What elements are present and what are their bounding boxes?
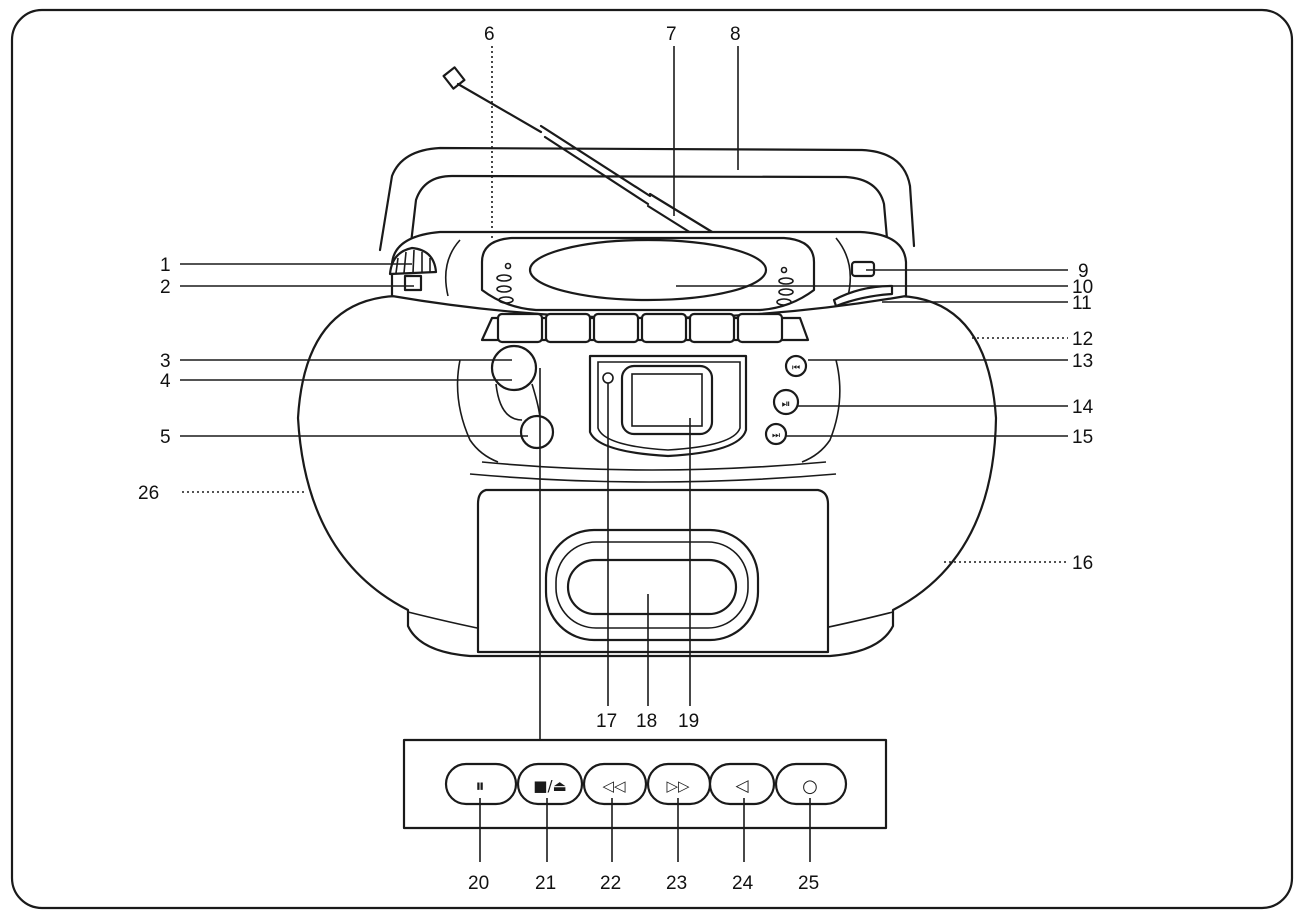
callout-8: 8 xyxy=(730,24,741,45)
callout-7: 7 xyxy=(666,24,677,45)
svg-text:⏮: ⏮ xyxy=(792,363,800,373)
display-module xyxy=(588,354,748,458)
carry-handle xyxy=(378,146,916,254)
cd-buttons: ⏮ ⏯ ⏭ xyxy=(764,354,808,446)
callout-25: 25 xyxy=(798,873,819,894)
callout-6: 6 xyxy=(484,24,495,45)
tuning-knob xyxy=(388,246,438,292)
inset-frame xyxy=(402,738,888,830)
outer-frame xyxy=(10,8,1294,910)
rewind-icon: ◁◁ xyxy=(602,777,626,795)
callout-21: 21 xyxy=(535,873,556,894)
callout-2: 2 xyxy=(160,277,171,298)
leader-lines xyxy=(180,46,1068,740)
callout-24: 24 xyxy=(732,873,754,894)
callout-4: 4 xyxy=(160,371,171,392)
callout-16: 16 xyxy=(1072,553,1093,574)
callout-22: 22 xyxy=(600,873,621,894)
cassette-keys-inset: ⏸ ■/⏏ ◁◁ ▷▷ ◁ ○ xyxy=(402,738,888,862)
svg-text:⏭: ⏭ xyxy=(772,431,780,441)
callout-labels: 1 2 3 4 5 6 7 8 9 10 11 12 13 14 15 16 1… xyxy=(138,24,1094,894)
callout-3: 3 xyxy=(160,351,171,372)
callout-9: 9 xyxy=(1078,261,1089,282)
callout-17: 17 xyxy=(596,711,617,732)
key-play xyxy=(708,762,776,806)
callout-1: 1 xyxy=(160,255,171,276)
callout-18: 18 xyxy=(636,711,657,732)
callout-11: 11 xyxy=(1072,293,1092,314)
callout-19: 19 xyxy=(678,711,699,732)
callout-26: 26 xyxy=(138,483,159,504)
pause-icon: ⏸ xyxy=(476,776,485,797)
cd-window xyxy=(528,238,768,302)
callout-15: 15 xyxy=(1072,427,1093,448)
function-slider xyxy=(832,284,894,308)
play-icon: ◁ xyxy=(735,776,749,796)
callout-13: 13 xyxy=(1072,351,1093,372)
key-rewind xyxy=(582,762,648,806)
stop-eject-icon: ■/⏏ xyxy=(533,777,566,795)
volume-control xyxy=(490,344,555,450)
band-switch xyxy=(850,260,876,278)
callout-5: 5 xyxy=(160,427,171,448)
boombox-body: ⏮ ⏯ ⏭ xyxy=(296,66,998,658)
antenna xyxy=(442,66,724,250)
cassette-compartment xyxy=(476,488,830,654)
callout-20: 20 xyxy=(468,873,489,894)
svg-text:⏯: ⏯ xyxy=(782,397,791,410)
callout-10: 10 xyxy=(1072,277,1093,298)
key-pause xyxy=(444,762,518,806)
key-stop-eject xyxy=(516,762,584,806)
callout-12: 12 xyxy=(1072,329,1093,350)
callout-14: 14 xyxy=(1072,397,1094,418)
callout-23: 23 xyxy=(666,873,687,894)
record-icon: ○ xyxy=(802,776,818,797)
cassette-keys xyxy=(480,312,810,344)
key-record xyxy=(774,762,848,806)
fast-forward-icon: ▷▷ xyxy=(666,777,690,795)
